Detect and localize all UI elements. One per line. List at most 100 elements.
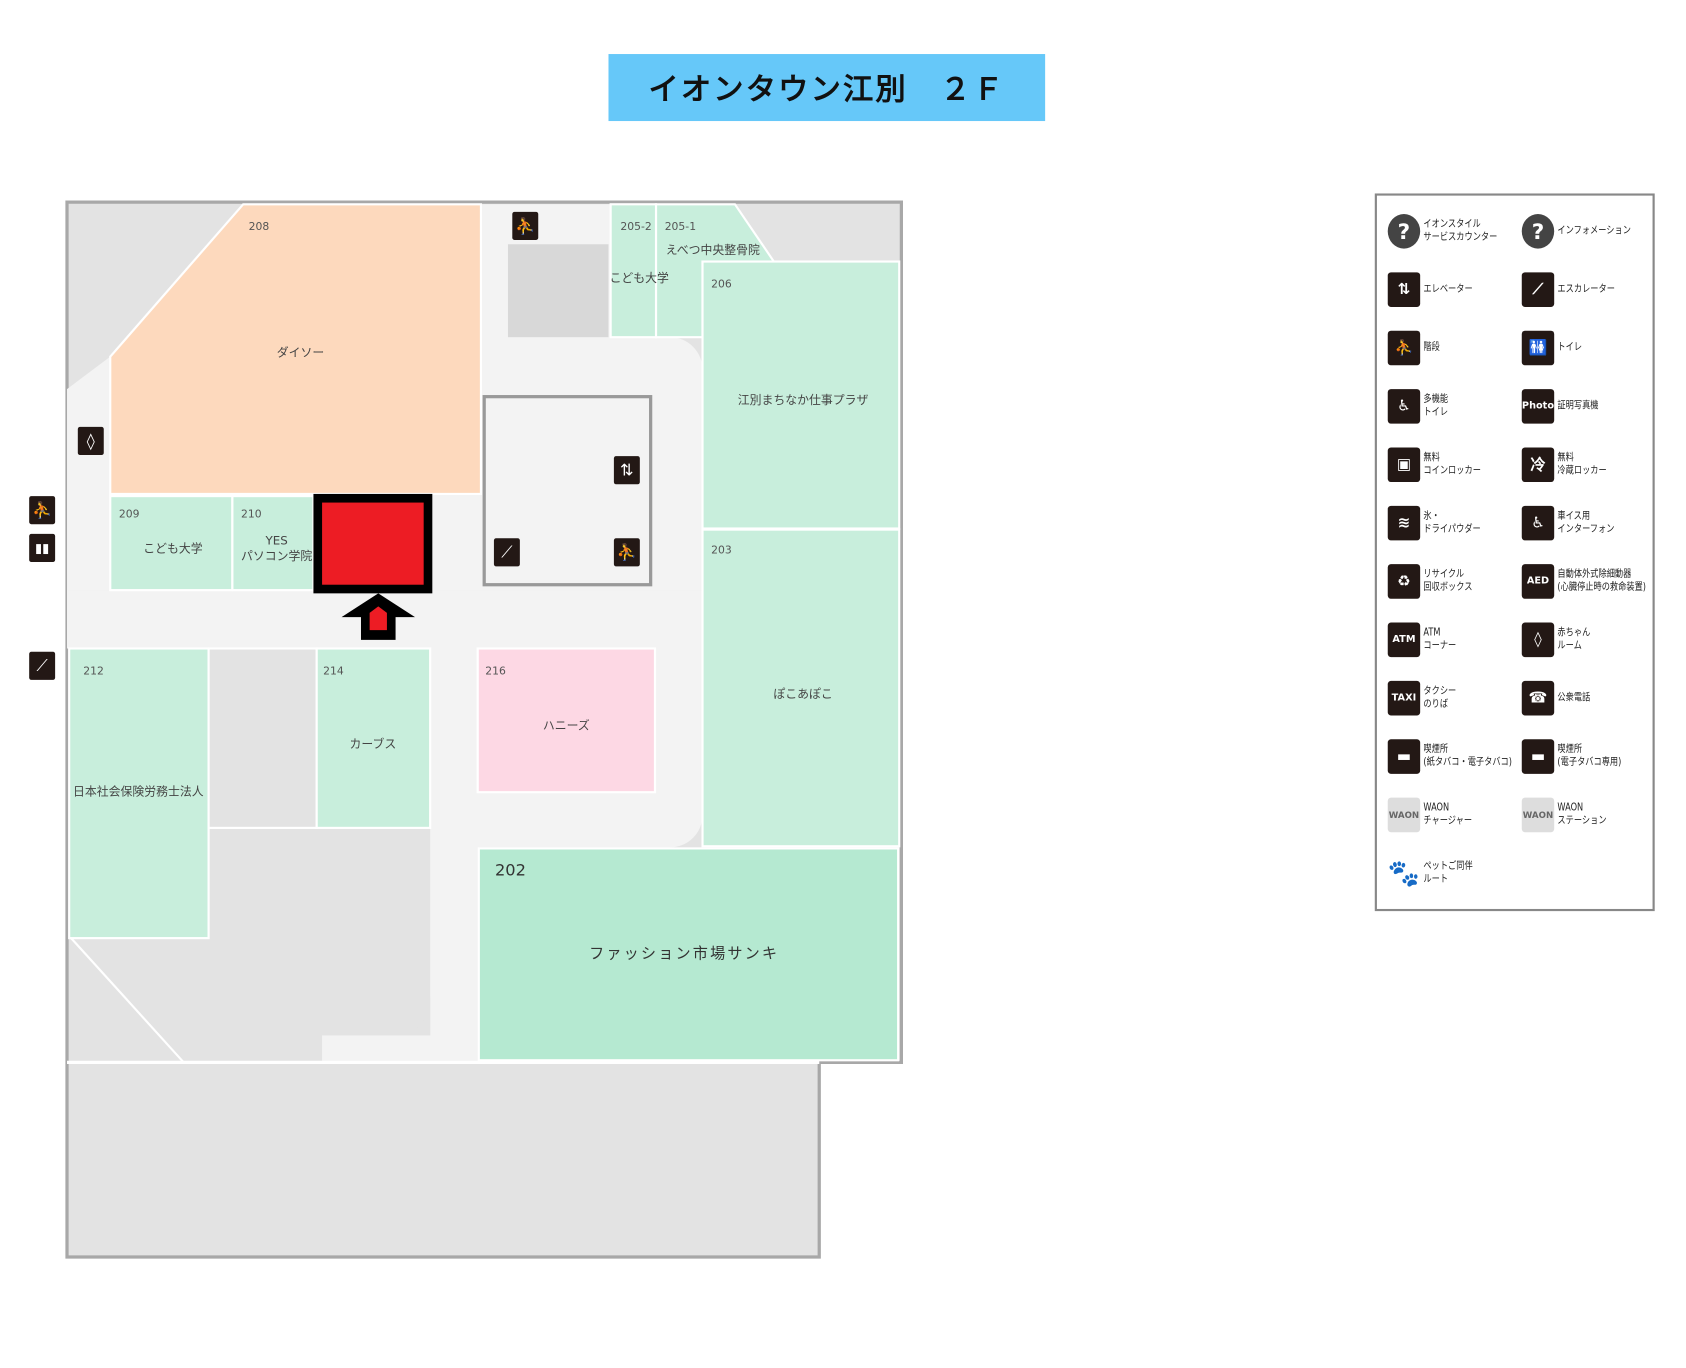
phone-icon: ☎ [1521,680,1555,716]
legend-label-line: 無料 [1423,451,1440,464]
legend-label-line: エスカレーター [1557,283,1615,296]
unit-212[interactable] [68,647,210,940]
legend-item: ⛹階段 [1387,330,1518,367]
legend-label: 喫煙所(電子タバコ専用) [1557,744,1621,770]
legend-label-line: (心臓停止時の救命装置) [1557,581,1646,594]
unit-number: 210 [241,508,262,521]
legend-item: ♿多機能トイレ [1387,388,1518,425]
stairs-icon: ⛹ [29,496,56,525]
baby-bottle-icon: ◊ [77,426,104,456]
photo-booth-icon: Photo [1521,389,1555,424]
unit-202[interactable] [477,847,900,1062]
legend-label-line: 氷・ [1423,510,1440,523]
legend-label-line: 喫煙所 [1557,743,1583,756]
unit-203[interactable] [701,528,901,848]
recycle-icon: ♻ [1387,564,1421,599]
legend-label: リサイクル回収ボックス [1423,569,1472,595]
escalator-icon: ⟋ [29,651,56,680]
unit-name: ぽこあぽこ [773,687,832,701]
legend-label-line: サービスカウンター [1423,231,1498,244]
legend-item: ◊赤ちゃんルーム [1521,621,1652,658]
floor-map: 208 ダイソー 205-2 こども大学 205-1 えべつ中央整骨院 206 … [65,200,904,1259]
legend-label-line: 証明写真機 [1557,399,1599,412]
legend-label-line: トイレ [1557,341,1583,354]
multipurpose-toilet-icon: ♿ [1387,389,1421,424]
legend-label: 公衆電話 [1557,692,1590,705]
unit-210[interactable] [231,495,315,592]
legend-label-line: 喫煙所 [1423,743,1449,756]
unit-name: パソコン学院 [241,549,312,563]
waon-station-icon: WAON [1521,797,1555,833]
elevator-icon: ⇅ [613,456,640,485]
legend-label-line: 赤ちゃん [1557,626,1591,639]
legend-label: 無料冷蔵ロッカー [1557,452,1606,478]
unit-205-2[interactable] [609,203,658,339]
e-cigarette-icon: ▬ [1521,739,1555,774]
legend-label-line: インターフォン [1557,523,1615,535]
legend-label: エスカレーター [1557,283,1615,296]
unit-name: こども大学 [143,541,202,555]
unit-name: ハニーズ [543,719,590,733]
legend-label-line: コインロッカー [1423,464,1481,477]
legend-label: 赤ちゃんルーム [1557,627,1590,653]
legend-label-line: ステーション [1557,814,1607,827]
escalator-icon: ⟋ [493,538,520,567]
unit-number: 206 [711,277,732,290]
legend-item: 🚻トイレ [1521,330,1652,367]
atm-icon: ATM [1387,622,1421,658]
unit-206[interactable] [701,260,901,530]
legend-item: 冷無料冷蔵ロッカー [1521,446,1652,483]
legend-label-line: WAON [1423,801,1450,814]
unit-216[interactable] [476,647,657,794]
unit-name: こども大学 [610,271,669,285]
legend-label: 階段 [1423,342,1439,355]
unit-214[interactable] [315,647,432,829]
legend-item: 🐾ペットご同伴ルート [1388,855,1518,892]
legend-label-line: ATM [1423,626,1441,639]
legend-label: トイレ [1557,342,1582,355]
legend-item: ▬喫煙所(紙タバコ・電子タバコ) [1387,738,1518,775]
legend-label-line: (電子タバコ専用) [1557,756,1622,769]
legend-item: ≋氷・ドライパウダー [1387,505,1518,542]
corridor-south [430,648,479,1063]
unit-208[interactable] [109,203,483,496]
unit-number: 212 [83,664,104,677]
legend-label-line: エレベーター [1423,283,1473,296]
legend-label-line: コーナー [1423,639,1457,652]
highlighted-unit[interactable] [322,502,424,585]
vacant-unit [207,647,318,829]
legend-label: 多機能トイレ [1423,393,1448,419]
corridor-bottom [322,1035,479,1063]
legend-label-line: 多機能 [1423,393,1449,406]
corner [322,994,431,1036]
legend-label-line: 公衆電話 [1557,691,1591,704]
legend-label: 証明写真機 [1557,400,1598,413]
stairs-icon: ⛹ [613,538,640,567]
legend-label-line: リサイクル [1423,568,1465,581]
legend-item: ♻リサイクル回収ボックス [1387,563,1518,600]
legend-item: ?イオンスタイルサービスカウンター [1387,213,1518,250]
legend-label: イオンスタイルサービスカウンター [1423,218,1497,244]
unit-number: 216 [485,664,506,677]
wheelchair-intercom-icon: ♿ [1521,505,1555,541]
escalator-icon: ⟋ [1521,272,1555,307]
legend-label-line: 冷蔵ロッカー [1557,464,1607,477]
legend-label: 無料コインロッカー [1423,452,1481,478]
legend-label: 喫煙所(紙タバコ・電子タバコ) [1423,744,1512,770]
stairs-icon: ⛹ [1387,330,1421,366]
legend-label-line: トイレ [1423,406,1449,419]
legend-item: ♿車イス用インターフォン [1521,505,1652,542]
legend-label-line: ドライパウダー [1423,523,1481,535]
legend-label-line: 車イス用 [1557,510,1591,523]
legend-item: ▬喫煙所(電子タバコ専用) [1521,738,1652,775]
taxi-icon: TAXI [1387,680,1421,716]
ice-icon: ≋ [1387,505,1421,541]
legend-label: 自動体外式除細動器(心臓停止時の救命装置) [1557,569,1646,595]
toilet-icon: 🚻 [1521,330,1555,366]
stair-block [507,244,609,338]
unit-name: 日本社会保険労務士法人 [73,784,204,798]
